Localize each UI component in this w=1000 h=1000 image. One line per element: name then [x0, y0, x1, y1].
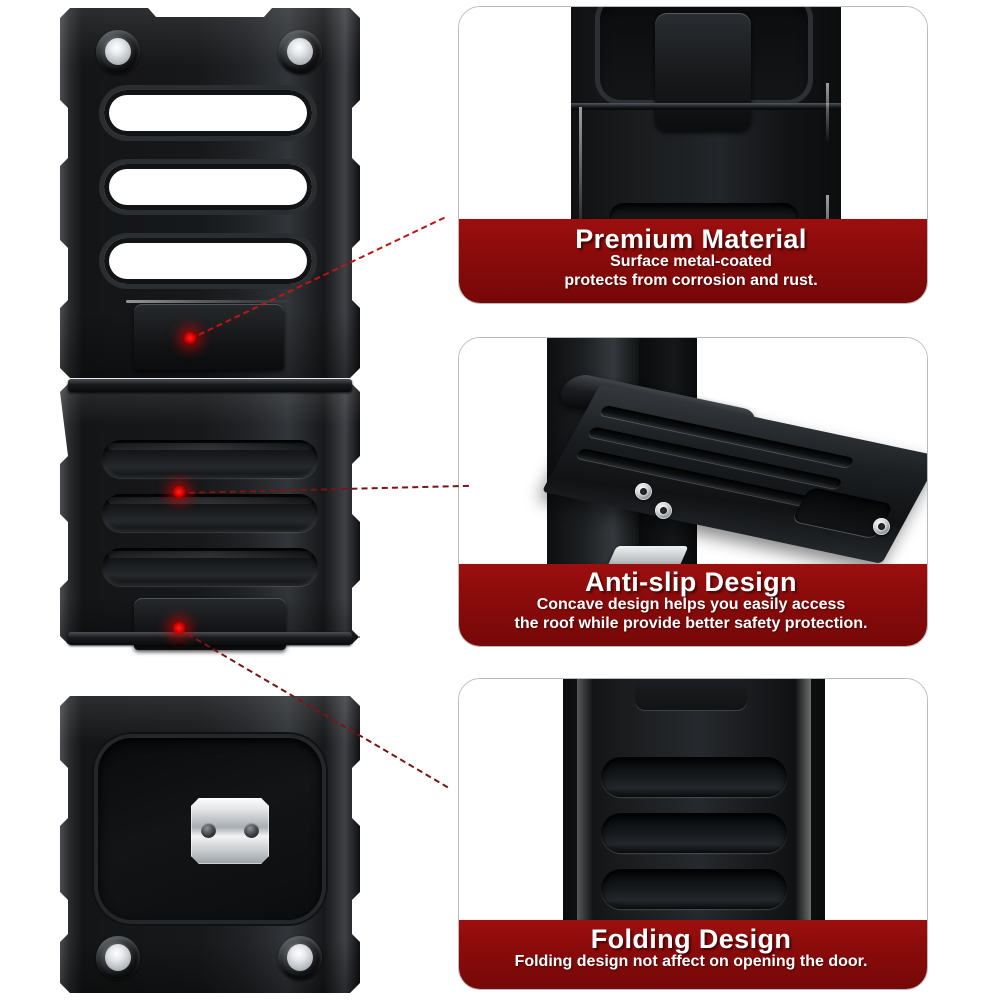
macro-bolt-left: [635, 483, 652, 500]
feature-banner-folding-design: Folding Design Folding design not affect…: [459, 920, 927, 989]
hero-product-image: [60, 8, 360, 993]
bolt-hole-bottom-right: [278, 936, 322, 980]
feature-subtitle-line-1: Concave design helps you easily access: [536, 596, 846, 614]
product-base-plate: [60, 696, 360, 993]
product-mounting-plate: [60, 8, 360, 378]
macro-hinge-line: [571, 103, 841, 110]
feature-title: Premium Material: [575, 224, 807, 254]
feature-panel-anti-slip-design: Anti-slip Design Concave design helps yo…: [458, 337, 928, 647]
feature-title: Folding Design: [590, 924, 792, 954]
chamfer-highlight: [126, 300, 294, 303]
anti-slip-groove-1: [102, 440, 318, 478]
feature-panel-premium-material: Premium Material Surface metal-coated pr…: [458, 6, 928, 304]
hinge-knuckle-upper: [68, 379, 352, 392]
macro-fold-tab: [655, 13, 751, 131]
marker-dot-premium-material: [182, 330, 198, 346]
anti-slip-groove-3: [102, 548, 318, 586]
feature-panel-folding-design: Folding Design Folding design not affect…: [458, 678, 928, 990]
bolt-hole-top-left: [96, 30, 140, 74]
marker-dot-anti-slip: [171, 484, 187, 500]
feature-subtitle-line-1: Surface metal-coated: [610, 253, 772, 271]
macro-bolt-left-2: [655, 502, 672, 519]
lightening-slot-3: [104, 238, 312, 284]
product-anti-slip-section: [60, 379, 360, 650]
anti-slip-groove-2: [102, 494, 318, 532]
macro-groove-2: [601, 813, 787, 853]
feature-subtitle-line-1: Folding design not affect on opening the…: [514, 953, 868, 971]
hinge-knuckle-lower: [68, 632, 352, 645]
macro-groove-3: [601, 869, 787, 909]
macro-groove-1: [601, 757, 787, 797]
feature-subtitle-line-2: the roof while provide better safety pro…: [514, 615, 868, 633]
bolt-hole-bottom-left: [96, 936, 140, 980]
lightening-slot-2: [104, 164, 312, 210]
marker-dot-folding: [171, 620, 187, 636]
macro-bolt-right: [873, 518, 890, 535]
feature-banner-premium-material: Premium Material Surface metal-coated pr…: [459, 219, 927, 303]
feature-title: Anti-slip Design: [585, 567, 797, 597]
bolt-hole-top-right: [278, 30, 322, 74]
feature-subtitle-line-2: protects from corrosion and rust.: [564, 272, 818, 290]
feature-banner-anti-slip-design: Anti-slip Design Concave design helps yo…: [459, 564, 927, 646]
lightening-slot-1: [104, 90, 312, 136]
chrome-latch-bracket: [191, 798, 269, 864]
macro-folded-tab: [635, 679, 747, 711]
fold-tab-upper: [134, 304, 284, 370]
